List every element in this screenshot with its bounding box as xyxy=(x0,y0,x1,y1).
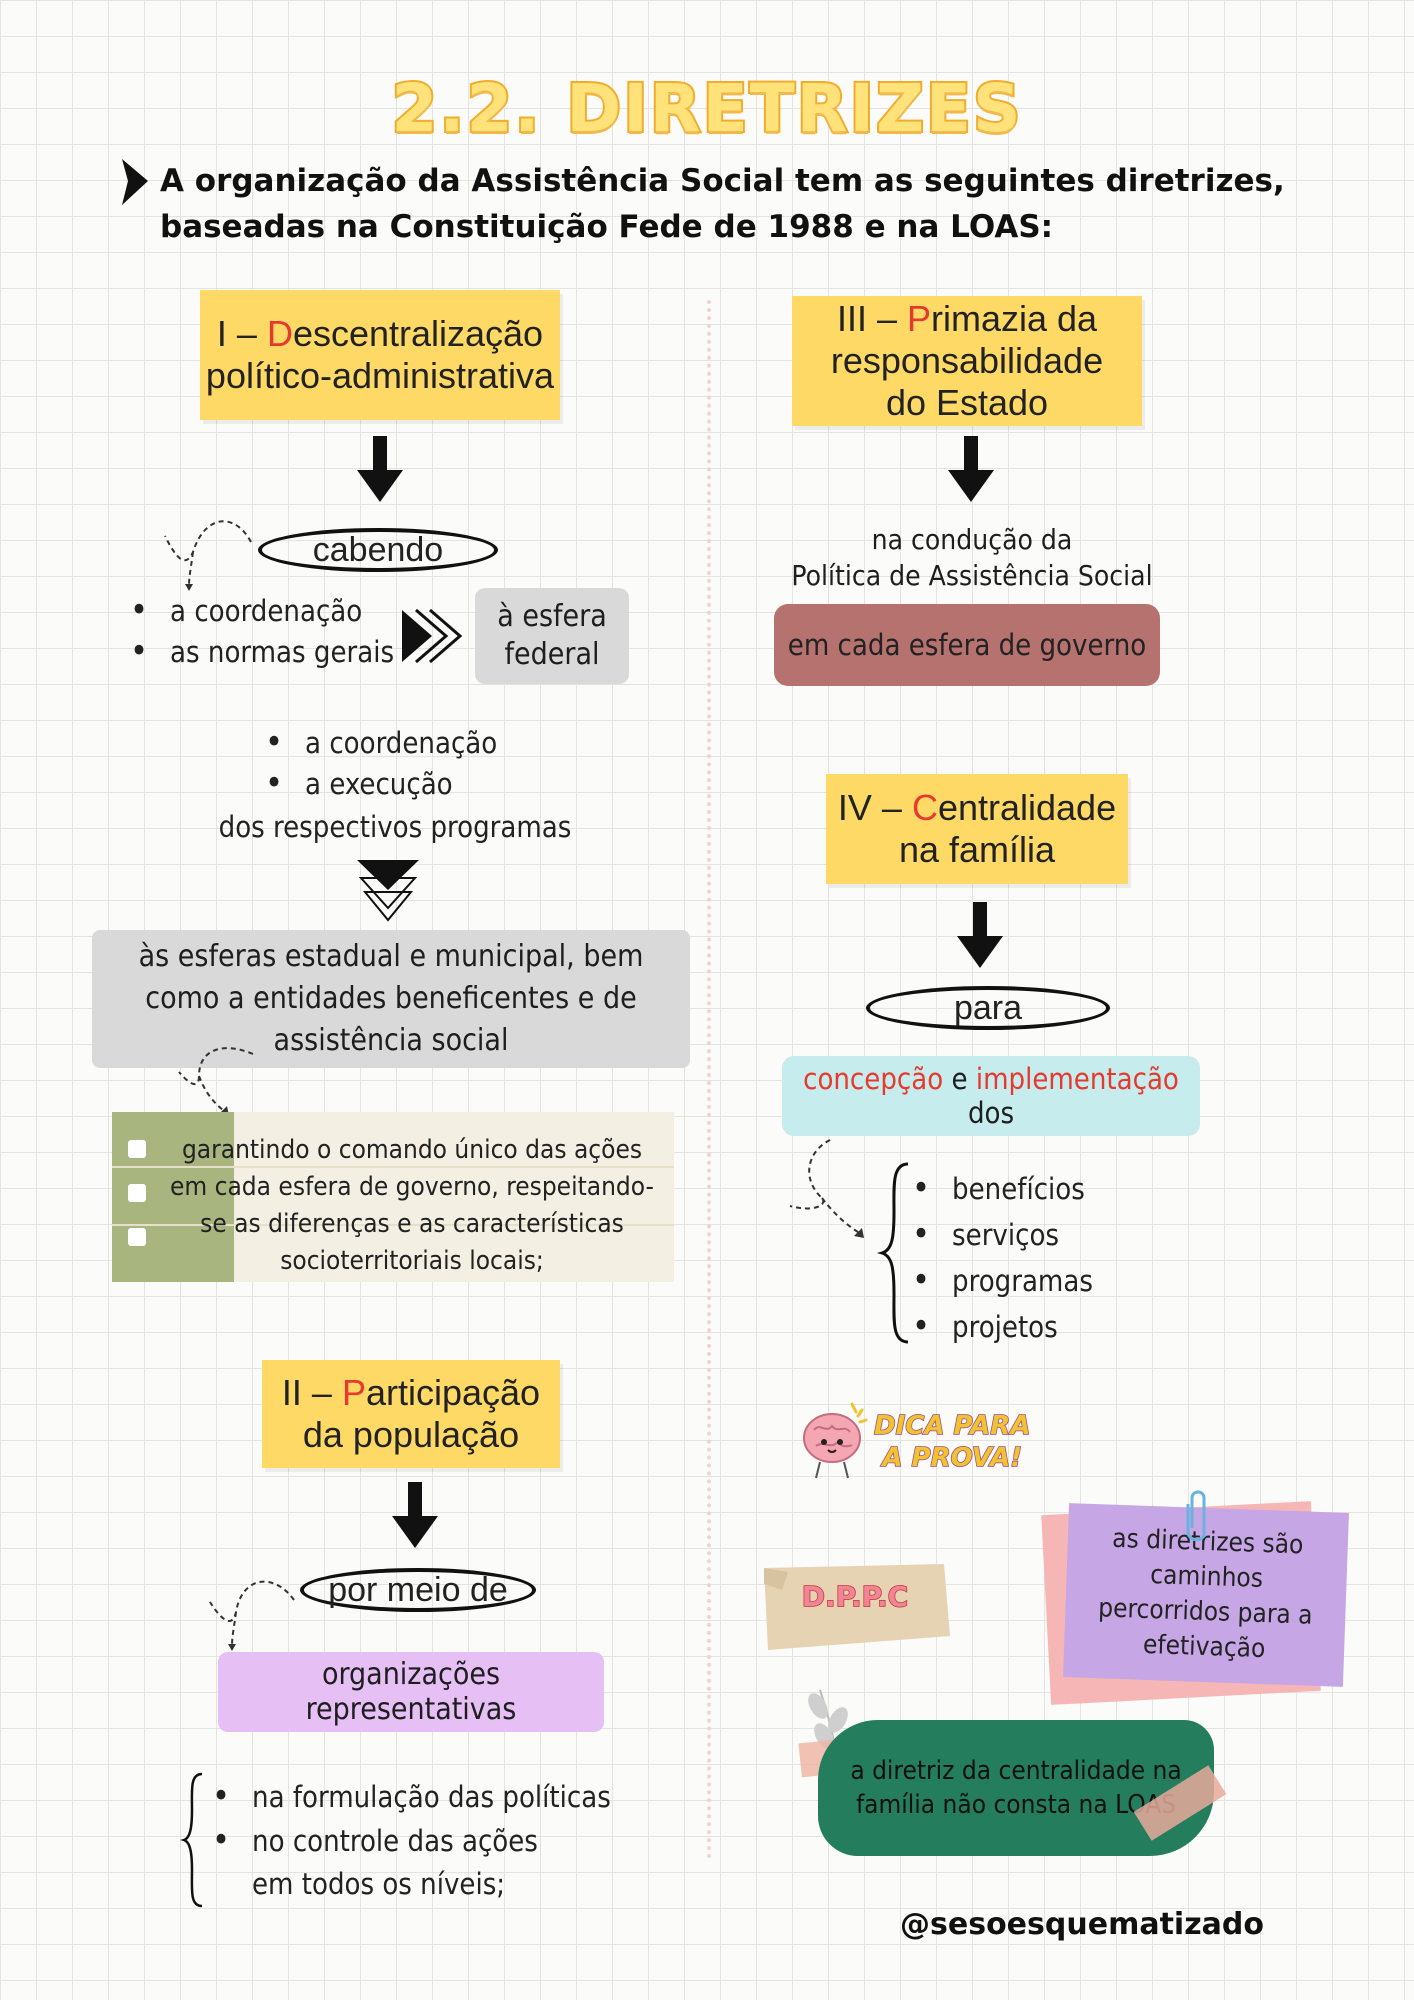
directive-1-title: escentralização político-administrativa xyxy=(205,313,555,396)
directive-4-header: IV – Centralidade na família xyxy=(826,774,1128,884)
dashed-curve-arrow-icon xyxy=(789,1139,864,1238)
dashed-curve-arrow-icon xyxy=(178,1047,254,1116)
representative-orgs-label: organizações representativas xyxy=(305,1657,517,1727)
programs-text: dos respectivos programas xyxy=(218,810,572,844)
author-handle[interactable]: @sesoesquematizado xyxy=(900,1907,1264,1942)
note-line xyxy=(112,1166,674,1168)
note-line xyxy=(112,1224,674,1226)
list-item: projetos xyxy=(912,1304,1093,1350)
list-item: serviços xyxy=(912,1212,1093,1258)
para-pill: para xyxy=(866,986,1110,1030)
directive-3-title: rimazia da responsabilidade do Estado xyxy=(830,298,1104,423)
list-item: as normas gerais xyxy=(130,631,394,672)
directive-2-title: articipação da população xyxy=(302,1372,541,1455)
exam-tip-label: DICA PARA A PROVA! xyxy=(873,1410,1031,1474)
federal-sphere-label: à esfera federal xyxy=(497,599,607,672)
down-arrow-icon xyxy=(392,1482,438,1548)
curly-brace-icon xyxy=(180,1772,203,1908)
acronym-tape xyxy=(764,1564,950,1650)
directive-3-number: III – xyxy=(836,298,907,339)
play-arrow-icon xyxy=(122,159,148,205)
list-item: no controle das ações xyxy=(212,1819,611,1863)
exam-tip-line-2: A PROVA! xyxy=(882,1442,1023,1474)
federal-sphere-box: à esfera federal xyxy=(475,588,629,684)
directive-1-header: I – Descentralização político-administra… xyxy=(200,290,560,420)
directive-1-number: I – xyxy=(216,313,267,354)
directive-2-initial: P xyxy=(341,1372,366,1413)
conduction-line-1: na condução da xyxy=(871,523,1073,556)
directive-3-initial: P xyxy=(906,298,931,339)
page-title: 2.2. DIRETRIZES xyxy=(389,68,1023,149)
checkbox-icon xyxy=(128,1140,146,1158)
column-divider xyxy=(707,300,711,1860)
directive-2-header: II – Participação da população xyxy=(262,1360,560,1468)
conduction-text: na condução da Política de Assistência S… xyxy=(772,522,1172,594)
conception-box: concepção e implementação dos xyxy=(782,1056,1200,1136)
por-meio-de-pill: por meio de xyxy=(300,1568,536,1612)
paperclip-icon xyxy=(1186,1490,1206,1542)
conception-text: concepção e implementação dos xyxy=(782,1062,1200,1130)
list-item: a execução xyxy=(265,763,497,804)
implementation-word: implementação xyxy=(975,1062,1179,1096)
exam-tip-line-1: DICA PARA xyxy=(873,1410,1031,1442)
each-sphere-box: em cada esfera de governo xyxy=(774,604,1160,686)
state-municipal-label: às esferas estadual e municipal, bem com… xyxy=(138,939,644,1058)
participation-items-list: na formulação das políticas no controle … xyxy=(212,1775,611,1906)
curly-brace-icon xyxy=(876,1162,909,1344)
down-arrow-icon xyxy=(957,902,1003,968)
directive-1-initial: D xyxy=(266,313,293,354)
list-item: na formulação das políticas xyxy=(212,1775,611,1819)
triple-chevron-icon xyxy=(402,608,463,664)
list-item: em todos os níveis; xyxy=(252,1867,506,1901)
double-triangle-down-icon xyxy=(357,860,419,922)
conception-and: e xyxy=(943,1062,976,1096)
directive-2-number: II – xyxy=(281,1372,342,1413)
family-items-list: benefícios serviços programas projetos xyxy=(912,1166,1093,1350)
directive-4-initial: C xyxy=(911,787,938,828)
list-item: a coordenação xyxy=(130,590,394,631)
brain-mascot-icon xyxy=(803,1402,868,1479)
acronym-text: D.P.P.C xyxy=(801,1579,909,1614)
directive-3-header: III – Primazia da responsabilidade do Es… xyxy=(792,296,1142,426)
guarantee-note-card: garantindo o comando único das ações em … xyxy=(112,1112,674,1282)
conception-dos: dos xyxy=(967,1096,1015,1130)
directive-4-number: IV – xyxy=(837,787,912,828)
directive-4-title: entralidade na família xyxy=(898,787,1117,870)
down-arrow-icon xyxy=(948,436,994,502)
list-item: programas xyxy=(912,1258,1093,1304)
representative-orgs-box: organizações representativas xyxy=(218,1652,604,1732)
dashed-curve-arrow-icon xyxy=(209,1580,295,1651)
each-sphere-label: em cada esfera de governo xyxy=(787,628,1147,662)
dashed-curve-arrow-icon xyxy=(164,520,252,591)
checkbox-icon xyxy=(128,1184,146,1202)
list-item: benefícios xyxy=(912,1166,1093,1212)
guarantee-note-text: garantindo o comando único das ações em … xyxy=(170,1135,654,1276)
cabendo-pill: cabendo xyxy=(258,528,498,572)
conception-word: concepção xyxy=(803,1062,944,1096)
checkbox-icon xyxy=(128,1228,146,1246)
federal-items-list: a coordenação as normas gerais xyxy=(130,590,394,672)
list-item: a coordenação xyxy=(265,722,497,763)
state-municipal-box: às esferas estadual e municipal, bem com… xyxy=(92,930,690,1068)
down-arrow-icon xyxy=(357,436,403,502)
green-note-text: a diretriz da centralidade na família nã… xyxy=(850,1756,1182,1820)
intro-text: A organização da Assistência Social tem … xyxy=(160,163,1285,245)
state-items-list: a coordenação a execução xyxy=(265,722,497,804)
conduction-line-2: Política de Assistência Social xyxy=(791,559,1153,592)
